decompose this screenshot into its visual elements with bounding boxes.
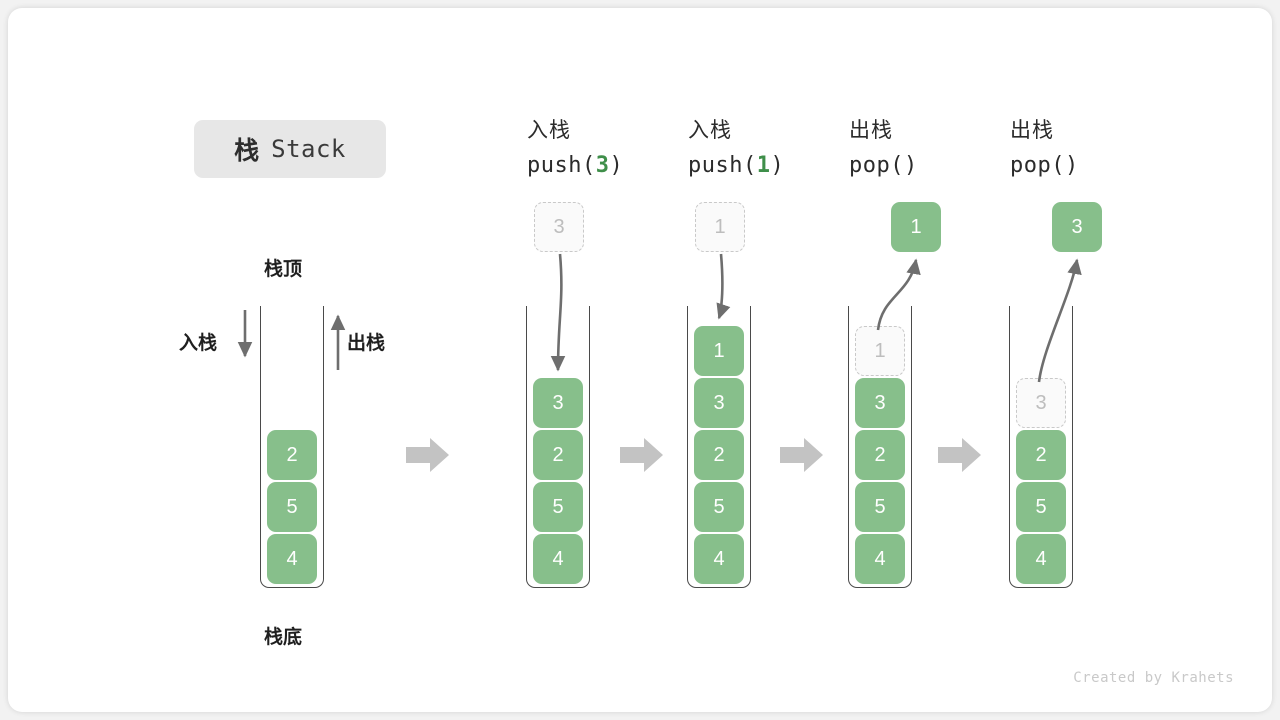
fn-suffix: )	[609, 153, 624, 178]
stack-cell: 2	[855, 430, 905, 480]
column-op-label: 出栈	[1010, 119, 1054, 142]
label-pop-direction: 出栈	[347, 333, 386, 354]
fn-prefix: push(	[688, 153, 757, 178]
column-header-pop-1: 出栈 pop()	[849, 114, 1019, 184]
stack-cell: 5	[694, 482, 744, 532]
fn-prefix: push(	[527, 153, 596, 178]
column-fn-label: pop()	[849, 148, 1019, 184]
stack-cell: 5	[533, 482, 583, 532]
stack-container-push-1	[687, 306, 751, 588]
column-header-push-1: 入栈 push(1)	[688, 114, 858, 184]
column-fn-label: push(1)	[688, 148, 858, 184]
stack-cell: 4	[694, 534, 744, 584]
stack-container-pop-1	[848, 306, 912, 588]
fn-suffix: )	[903, 153, 918, 178]
title-cn: 栈	[234, 137, 261, 165]
stack-cell: 3	[694, 378, 744, 428]
stack-cell: 1	[694, 326, 744, 376]
stack-cell: 4	[1016, 534, 1066, 584]
incoming-ghost-cell: 3	[534, 202, 584, 252]
stack-cell: 5	[1016, 482, 1066, 532]
stack-cell: 5	[855, 482, 905, 532]
fn-arg: 3	[595, 153, 610, 178]
stack-cell: 2	[1016, 430, 1066, 480]
step-arrow-4	[938, 436, 982, 474]
label-push-direction: 入栈	[179, 333, 218, 354]
column-fn-label: push(3)	[527, 148, 697, 184]
stack-cell: 4	[267, 534, 317, 584]
diagram-title: 栈 Stack	[194, 120, 386, 178]
stack-cell: 3	[855, 378, 905, 428]
stack-container-pop-3	[1009, 306, 1073, 588]
stack-cell: 2	[533, 430, 583, 480]
step-arrow-3	[780, 436, 824, 474]
column-op-label: 出栈	[849, 119, 893, 142]
footer-credit: Created by Krahets	[1073, 670, 1234, 686]
stack-cell: 2	[267, 430, 317, 480]
label-stack-top: 栈顶	[264, 259, 303, 280]
stack-container-initial	[260, 306, 324, 588]
label-stack-bottom: 栈底	[264, 627, 303, 648]
title-en: Stack	[271, 135, 346, 163]
ghost-cell-in-stack: 1	[855, 326, 905, 376]
stack-cell: 4	[855, 534, 905, 584]
column-op-label: 入栈	[527, 119, 571, 142]
stack-cell: 4	[533, 534, 583, 584]
popped-cell: 1	[891, 202, 941, 252]
step-arrow-1	[406, 436, 450, 474]
incoming-ghost-cell: 1	[695, 202, 745, 252]
column-header-push-3: 入栈 push(3)	[527, 114, 697, 184]
ghost-cell-in-stack: 3	[1016, 378, 1066, 428]
fn-prefix: pop(	[1010, 153, 1065, 178]
popped-cell: 3	[1052, 202, 1102, 252]
stack-cell: 3	[533, 378, 583, 428]
fn-arg: 1	[756, 153, 771, 178]
stack-cell: 2	[694, 430, 744, 480]
stack-container-push-3	[526, 306, 590, 588]
column-header-pop-3: 出栈 pop()	[1010, 114, 1180, 184]
column-fn-label: pop()	[1010, 148, 1180, 184]
fn-prefix: pop(	[849, 153, 904, 178]
fn-suffix: )	[1064, 153, 1079, 178]
fn-suffix: )	[770, 153, 785, 178]
step-arrow-2	[620, 436, 664, 474]
stack-cell: 5	[267, 482, 317, 532]
column-op-label: 入栈	[688, 119, 732, 142]
